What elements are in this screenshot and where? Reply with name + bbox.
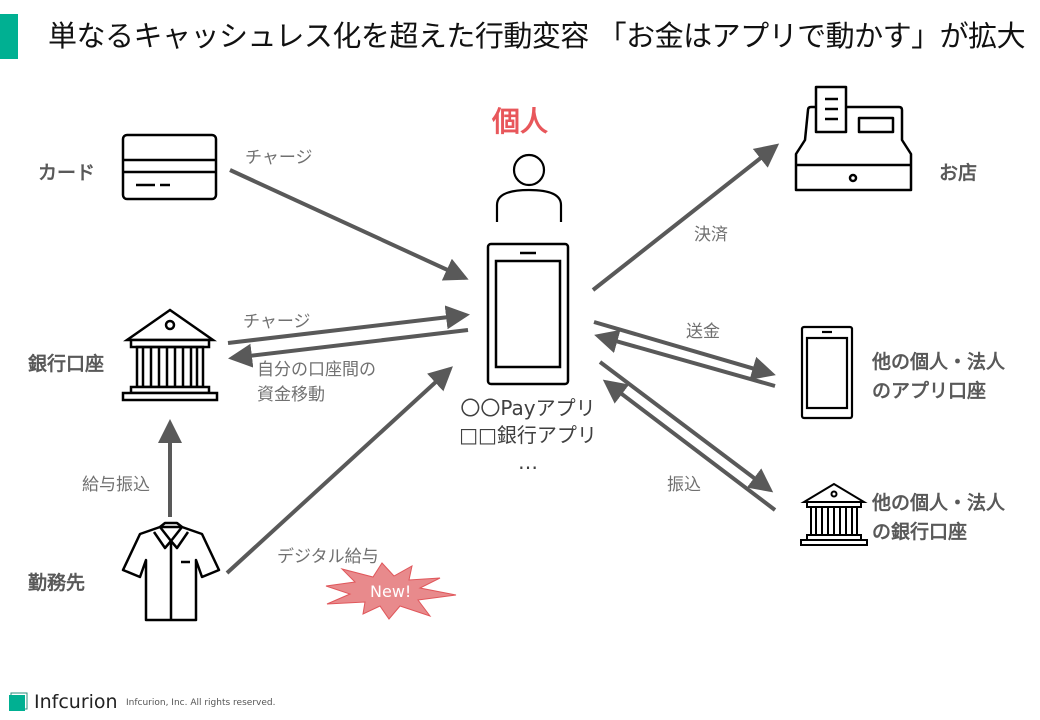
center-title: 個人 <box>492 105 549 138</box>
app-list: 〇〇Payアプリ □□銀行アプリ … <box>438 395 618 476</box>
own-transfer-line-2: 資金移動 <box>257 385 325 405</box>
app-line-ellipsis: … <box>518 450 538 474</box>
page-title: 単なるキャッシュレス化を超えた行動変容 「お金はアプリで動かす」が拡大 <box>48 19 1026 53</box>
footer-brand: Infcurion <box>34 691 118 713</box>
bank-icon-other <box>800 482 868 546</box>
arrow-other-app-to-phone <box>594 329 776 388</box>
arrow-bank-to-phone <box>227 305 470 345</box>
edge-label-own-transfer: 自分の口座間の 資金移動 <box>257 358 376 408</box>
arrow-phone-to-other-app <box>593 320 776 380</box>
bank-icon <box>121 308 219 402</box>
credit-card-icon <box>121 133 218 201</box>
footer-copyright: Infcurion, Inc. All rights reserved. <box>126 698 276 708</box>
node-label-other-bank: 他の個人・法人 の銀行口座 <box>872 489 1005 547</box>
node-label-store: お店 <box>939 162 978 184</box>
app-line-pay: 〇〇Payアプリ <box>460 396 596 420</box>
app-line-bank: □□銀行アプリ <box>459 423 597 447</box>
own-transfer-line-1: 自分の口座間の <box>257 360 376 380</box>
new-badge-burst <box>325 562 457 620</box>
edge-label-payment: 決済 <box>694 225 728 245</box>
smartphone-icon <box>486 242 570 386</box>
other-bank-line-2: の銀行口座 <box>872 521 968 543</box>
title-accent-bar <box>0 14 18 59</box>
node-label-other-app: 他の個人・法人 のアプリ口座 <box>872 348 1005 406</box>
arrow-card-to-phone <box>229 168 469 281</box>
arrows <box>158 143 780 575</box>
arrow-phone-to-bank <box>228 328 469 368</box>
node-label-employer: 勤務先 <box>28 572 86 594</box>
node-label-bank: 銀行口座 <box>28 353 105 375</box>
edge-label-card-charge: チャージ <box>245 148 313 168</box>
person-icon <box>495 153 563 222</box>
other-app-line-1: 他の個人・法人 <box>872 351 1006 373</box>
smartphone-icon-other <box>800 325 854 420</box>
infcurion-logo-icon <box>9 692 28 711</box>
node-label-card: カード <box>38 162 96 184</box>
cash-register-icon <box>794 85 913 192</box>
edge-label-remittance: 送金 <box>686 322 720 342</box>
shirt-icon <box>121 521 221 622</box>
other-app-line-2: のアプリ口座 <box>872 380 987 402</box>
edge-label-bank-charge: チャージ <box>243 312 311 332</box>
arrow-employer-to-phone <box>225 366 453 575</box>
other-bank-line-1: 他の個人・法人 <box>872 492 1006 514</box>
arrow-other-bank-to-phone <box>602 379 777 512</box>
edge-label-bank-transfer: 振込 <box>667 475 701 495</box>
arrow-phone-to-store <box>591 143 780 292</box>
new-badge-label: New! <box>370 582 412 601</box>
edge-label-digital-salary: デジタル給与 <box>277 547 379 567</box>
edge-label-salary-transfer: 給与振込 <box>82 475 150 495</box>
